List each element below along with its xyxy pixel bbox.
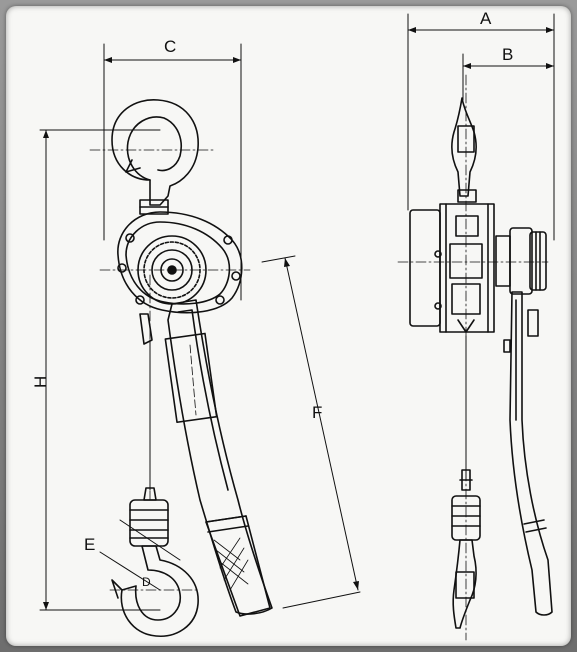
svg-text:D: D	[142, 575, 151, 589]
side-top-hook	[451, 97, 477, 197]
dim-label-f: F	[312, 403, 322, 422]
dim-label-e: E	[84, 535, 95, 554]
dimension-labels: A B C E F H	[31, 9, 513, 554]
bottom-hook	[120, 545, 199, 637]
dim-label-c: C	[164, 37, 176, 56]
side-lever	[509, 291, 553, 616]
dim-label-h: H	[31, 376, 50, 388]
housing	[117, 211, 243, 314]
top-hook	[111, 99, 199, 206]
dim-label-a: A	[480, 9, 492, 28]
dim-label-b: B	[502, 45, 513, 64]
side-view-hoist	[409, 97, 553, 629]
lever-handle	[167, 299, 273, 615]
front-view-hoist: D	[111, 99, 273, 637]
dimension-lines	[39, 13, 555, 611]
dimension-arrows	[43, 27, 554, 610]
